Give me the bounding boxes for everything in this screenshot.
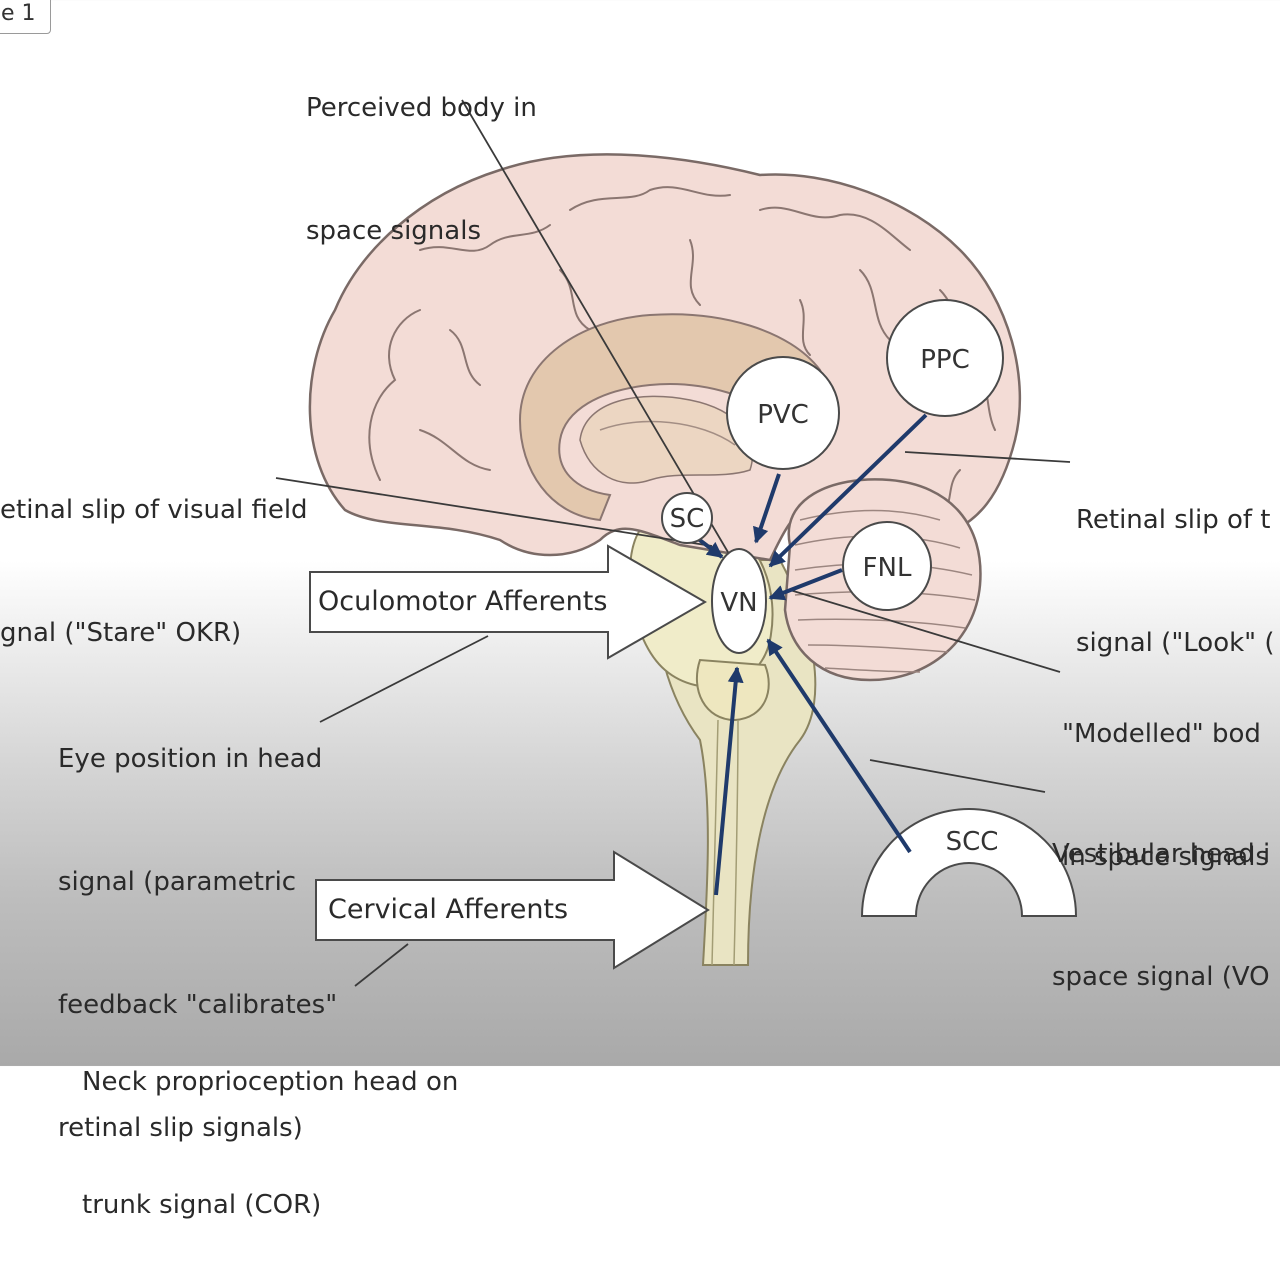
node-vn: VN [712, 549, 766, 653]
node-fnl: FNL [843, 522, 931, 610]
eye-position-line-2: signal (parametric [58, 862, 337, 903]
modelled-body-line-1: "Modelled" bod [1062, 714, 1269, 755]
node-ppc: PPC [887, 300, 1003, 416]
oculomotor-afferents-label: Oculomotor Afferents [318, 585, 607, 619]
perceived-body-label: Perceived body in space signals [306, 6, 537, 293]
stare-okr-line-1: etinal slip of visual field [0, 490, 308, 531]
perceived-body-line-2: space signals [306, 211, 537, 252]
stare-okr-line-2: gnal ("Stare" OKR) [0, 613, 308, 654]
node-scc-label: SCC [946, 827, 999, 857]
node-sc: SC [662, 493, 712, 543]
stare-okr-label: etinal slip of visual field gnal ("Stare… [0, 408, 308, 695]
figure-tab: e 1 [0, 0, 51, 34]
node-pvc-label: PVC [757, 400, 809, 430]
node-pvc: PVC [727, 357, 839, 469]
look-line-1: Retinal slip of t [1076, 500, 1275, 541]
vestibular-line-1: Vestibular head i [1052, 834, 1270, 875]
vestibular-label: Vestibular head i space signal (VO [1052, 752, 1270, 1039]
neck-proprioception-label: Neck proprioception head on trunk signal… [82, 980, 458, 1267]
perceived-body-line-1: Perceived body in [306, 88, 537, 129]
vestibular-line-2: space signal (VO [1052, 957, 1270, 998]
neck-proprioception-line-1: Neck proprioception head on [82, 1062, 458, 1103]
node-ppc-label: PPC [920, 345, 970, 375]
node-sc-label: SC [670, 504, 705, 534]
neck-proprioception-line-2: trunk signal (COR) [82, 1185, 458, 1226]
node-vn-label: VN [720, 588, 757, 618]
eye-position-line-1: Eye position in head [58, 739, 337, 780]
cervical-afferents-label: Cervical Afferents [328, 893, 568, 927]
node-fnl-label: FNL [863, 553, 912, 583]
